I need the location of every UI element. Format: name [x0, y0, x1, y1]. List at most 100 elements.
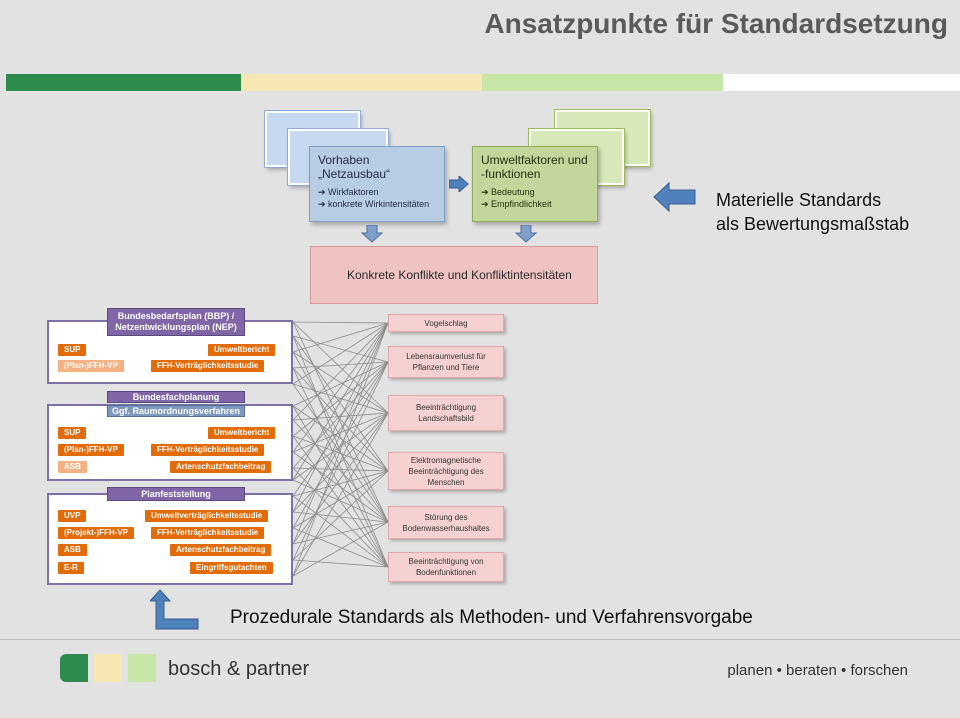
tag-artenschutz: Artenschutzfachbeitrag	[170, 461, 272, 473]
connector-line	[292, 322, 389, 481]
band-dark-green	[6, 74, 241, 91]
tag-plan-ffh-vp: (Plan-)FFH-VP	[58, 360, 124, 372]
connector-line	[292, 435, 389, 568]
impact-bodenwasserhaushalt: Störung des Bodenwasserhaushaltes	[388, 506, 504, 539]
panel-raumordnung-header: Ggf. Raumordnungsverfahren	[107, 405, 245, 417]
tag-artenschutz: Artenschutzfachbeitrag	[170, 544, 272, 556]
umwelt-title: Umweltfaktoren und -funktionen	[481, 153, 588, 181]
connector-line	[292, 467, 389, 568]
connector-line	[292, 351, 389, 414]
connector-line	[292, 435, 389, 472]
band-beige	[241, 74, 482, 91]
vorhaben-title: Vorhaben „Netzausbau“	[318, 153, 391, 181]
connector-line	[292, 321, 389, 523]
connector-line	[292, 412, 389, 545]
connector-line	[292, 383, 389, 523]
arrow-left-icon	[653, 182, 696, 212]
tag-ffh-vs: FFH-Verträglichkeitsstudie	[151, 360, 265, 372]
panel-planfeststellung-header: Planfeststellung	[107, 487, 245, 501]
arrow-down-icon	[515, 225, 537, 243]
connector-line	[292, 322, 389, 353]
tag-sup: SUP	[58, 427, 87, 439]
connector-line	[292, 470, 389, 529]
connector-line	[292, 479, 389, 523]
tag-uvs: Umweltverträglichkeitsstudie	[145, 510, 269, 522]
slide-title: Ansatzpunkte für Standardsetzung	[484, 8, 948, 39]
connector-line	[292, 405, 389, 472]
logo-square-light-green	[128, 654, 156, 682]
umwelt-item: ➔ Empfindlichkeit	[481, 199, 552, 209]
connector-line	[292, 322, 389, 545]
connector-line	[292, 335, 389, 472]
connector-line	[292, 559, 389, 568]
tag-uvp: UVP	[58, 510, 87, 522]
tag-ffh-vs: FFH-Verträglichkeitsstudie	[151, 527, 265, 539]
connector-line	[292, 412, 389, 481]
connector-line	[292, 321, 389, 324]
connector-line	[292, 367, 389, 472]
connector-line	[292, 470, 389, 497]
brand-name: bosch & partner	[168, 658, 310, 680]
connector-line	[292, 361, 389, 469]
tag-eingriffsgutachten: Eingriffsgutachten	[190, 562, 273, 574]
connector-line	[292, 412, 389, 577]
umwelt-card: Umweltfaktoren und -funktionen ➔ Bedeutu…	[472, 146, 598, 222]
panel-bbp-nep-header: Bundesbedarfsplan (BBP) / Netzentwicklun…	[107, 308, 245, 336]
logo-square-beige	[94, 654, 122, 682]
connector-line	[292, 419, 389, 523]
umwelt-item: ➔ Bedeutung	[481, 187, 535, 197]
connector-line	[292, 361, 389, 437]
connector-line	[292, 470, 389, 561]
tag-sup: SUP	[58, 344, 87, 356]
band-light-green	[482, 74, 723, 91]
connector-line	[292, 521, 389, 577]
impact-elektromagnetisch: Elektromagnetische Beeinträchtigung des …	[388, 452, 504, 490]
connector-line	[292, 351, 389, 523]
connector-line	[292, 412, 389, 513]
tag-umweltbericht: Umweltbericht	[208, 344, 276, 356]
connector-line	[292, 361, 389, 497]
vorhaben-card: Vorhaben „Netzausbau“ ➔ Wirkfaktoren ➔ k…	[309, 146, 445, 222]
connector-line	[292, 361, 389, 529]
tag-plan-ffh-vp: (Plan-)FFH-VP	[58, 444, 124, 456]
logo-square-green	[60, 654, 88, 682]
connector-line	[292, 412, 389, 421]
tag-asb: ASB	[58, 461, 87, 473]
tag-asb: ASB	[58, 544, 87, 556]
tag-ffh-vs: FFH-Verträglichkeitsstudie	[151, 444, 265, 456]
connector-line	[292, 511, 389, 523]
footer-divider	[0, 639, 960, 640]
connector-line	[292, 405, 389, 568]
konflikte-box: Konkrete Konflikte und Konfliktintensitä…	[310, 246, 598, 304]
impact-landschaftsbild: Beeinträchtigung Landschaftsbild	[388, 395, 504, 431]
arrow-up-turn-icon	[150, 589, 199, 630]
tag-projekt-ffh-vp: (Projekt-)FFH-VP	[58, 527, 134, 539]
connector-line	[292, 321, 389, 414]
impact-lebensraumverlust: Lebensraumverlust für Pflanzen und Tiere	[388, 346, 504, 378]
impact-bodenfunktionen: Beeinträchtigung von Bodenfunktionen	[388, 552, 504, 582]
arrow-down-icon	[361, 225, 383, 243]
materielle-standards-label: Materielle Standards als Bewertungsmaßst…	[716, 190, 910, 234]
panel-bundesfachplanung-header: Bundesfachplanung	[107, 391, 245, 403]
vorhaben-item: ➔ konkrete Wirkintensitäten	[318, 199, 430, 209]
connector-line	[292, 335, 389, 363]
connector-line	[292, 322, 389, 453]
connection-lines	[292, 321, 389, 577]
connector-line	[292, 335, 389, 568]
prozedurale-standards-label: Prozedurale Standards als Methoden- und …	[230, 607, 753, 628]
connector-line	[292, 322, 389, 421]
tagline: planen • beraten • forschen	[727, 662, 908, 679]
tag-umweltbericht: Umweltbericht	[208, 427, 276, 439]
connector-line	[292, 322, 389, 385]
connector-line	[292, 367, 389, 568]
connector-line	[292, 361, 389, 407]
impact-vogelschlag: Vogelschlag	[388, 314, 504, 332]
connector-line	[292, 521, 389, 545]
connector-line	[292, 361, 389, 369]
connector-line	[292, 322, 389, 513]
connector-line	[292, 322, 389, 577]
connector-line	[292, 451, 389, 523]
tag-e-r: E-R	[58, 562, 84, 574]
band-white	[723, 74, 960, 91]
vorhaben-item: ➔ Wirkfaktoren	[318, 187, 379, 197]
